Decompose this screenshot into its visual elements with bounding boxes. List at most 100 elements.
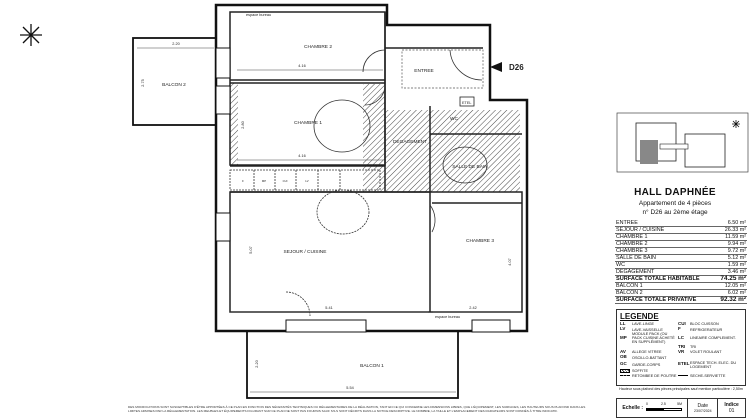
entrance-arrow-icon <box>490 62 502 72</box>
dimension: 2.42 <box>469 306 476 310</box>
legend-description: LAVE-LINGE <box>632 322 655 327</box>
legend-description: LAVE-VAISSELLE <box>632 327 663 332</box>
disclaimer-text: DES MODIFICATIONS SONT SUSCEPTIBLES D'ÊT… <box>128 405 586 413</box>
scale-tick: 5M <box>677 402 682 406</box>
legend-code: AV <box>620 349 626 355</box>
room-area: 5.12 m² <box>714 254 747 262</box>
room-name: SURFACE TOTALE HABITABLE <box>615 275 715 283</box>
windows <box>215 47 511 333</box>
dimension: 5.41 <box>325 306 332 310</box>
soffit-zone <box>230 83 238 165</box>
legend-code: LC <box>678 335 684 341</box>
room-area: 26.33 m² <box>714 226 747 234</box>
compass-star-icon <box>732 120 740 128</box>
room-area: 12.05 m² <box>714 282 747 290</box>
legend-code: LV <box>620 326 626 332</box>
espace-bureau-label: espace bureau <box>435 315 460 319</box>
room-name: CHAMBRE 2 <box>615 240 715 248</box>
soffit-swatch-icon <box>620 369 630 374</box>
room-area: 9.94 m² <box>714 240 747 248</box>
beam-line-icon <box>620 375 630 376</box>
soffit-zone <box>363 84 385 192</box>
legend-description: BLOC CUISSON <box>690 322 719 327</box>
door-swings <box>285 49 488 317</box>
legend-description: SECHE-SERVIETTE <box>690 373 726 378</box>
legend-description: LINEAIRE COMPLEMENT. <box>690 336 736 341</box>
apartment-number: n° D26 au 2ème étage <box>642 209 708 216</box>
legend-description: ALLEGE VITREE <box>632 350 662 355</box>
room-name: SURFACE TOTALE PRIVATIVE <box>615 296 715 304</box>
scale-tick: 0 <box>646 402 648 406</box>
room-label-chambre-2: CHAMBRE 2 <box>304 44 332 50</box>
legend-description: TRI <box>690 345 697 350</box>
room-name: DEGAGEMENT <box>615 268 715 276</box>
kitchen-unit-label: CUI <box>283 179 288 183</box>
room-name: SEJOUR / CUISINE <box>615 226 715 234</box>
room-name: BALCON 1 <box>615 282 715 290</box>
room-label-chambre-1: CHAMBRE 1 <box>294 120 322 126</box>
kitchen-unit-label: LV <box>305 179 308 183</box>
scale-tick: 2.5 <box>661 402 666 406</box>
dimension: 4.16 <box>298 64 305 68</box>
room-name: ENTREE <box>615 220 715 227</box>
dimension: 2.75 <box>141 79 145 86</box>
dimension: 5.54 <box>346 386 353 390</box>
scale-label: Echelle : <box>622 405 643 411</box>
apartment-type: Appartement de 4 pièces <box>638 200 712 207</box>
indice-value: 01 <box>728 408 735 414</box>
room-name: CHAMBRE 3 <box>615 247 715 255</box>
legend-code: OB <box>620 354 627 360</box>
dimension: 5.07 <box>249 246 253 253</box>
room-label-sejour-cuisine: SEJOUR / CUISINE <box>284 249 327 255</box>
room-name: SALLE DE BAIN <box>615 254 715 262</box>
legend-description: REFRIGERATEUR <box>690 327 723 332</box>
key-plan <box>616 112 749 173</box>
dimension: 4.16 <box>298 154 305 158</box>
legend-code: CUI <box>678 321 686 326</box>
room-label-degagement: DEGAGEMENT <box>393 139 427 145</box>
balcony-2-outline <box>132 37 217 126</box>
room-area: 74.25 m² <box>714 275 747 283</box>
room-name: CHAMBRE 1 <box>615 233 715 241</box>
legend-description: VOLET ROULANT <box>690 350 722 355</box>
legend-description: MODULE PACK (OU PACK CUISINE ACHETÉ EN S… <box>632 332 675 345</box>
dimension: 2.20 <box>255 360 259 367</box>
room-area: 92.32 m² <box>714 296 747 304</box>
legend-code: VR <box>678 349 685 355</box>
room-label-salle-de-bain: SALLE DE BAIN <box>452 164 488 170</box>
legend-code: TRI <box>678 343 686 349</box>
legend-code: LL <box>620 321 626 326</box>
etel-box <box>459 96 475 107</box>
room-area: 6.02 m² <box>714 289 747 297</box>
dimension: 4.07 <box>508 258 512 265</box>
soffit-zone <box>385 110 520 192</box>
date-label: Date <box>697 403 709 409</box>
towel-rail-icon <box>678 375 688 376</box>
room-area: 3.46 m² <box>714 268 747 276</box>
legend-description: ESPACE TECH. ELEC. DU LOGEMENT <box>690 360 737 369</box>
ceiling-height-note: Hauteur sous plafond des pièces principa… <box>619 387 743 391</box>
room-area: 9.72 m² <box>714 247 747 255</box>
legend-description: OSCILLO-BATTANT <box>632 355 667 360</box>
room-label-entree: ENTREE <box>414 68 433 74</box>
legend-title: LEGENDE <box>620 312 659 321</box>
dimension: 2.20 <box>172 42 179 46</box>
building-title: HALL DAPHNÉE <box>634 187 716 198</box>
kitchen-unit-label: F <box>242 179 244 183</box>
room-label-chambre-3: CHAMBRE 3 <box>466 238 494 244</box>
dimension-labels: 2.20 4.16 4.16 5.41 2.42 5.54 2.75 2.80 … <box>141 42 512 390</box>
dimension: 2.80 <box>241 121 245 128</box>
etel-label: ETEL <box>462 101 472 105</box>
